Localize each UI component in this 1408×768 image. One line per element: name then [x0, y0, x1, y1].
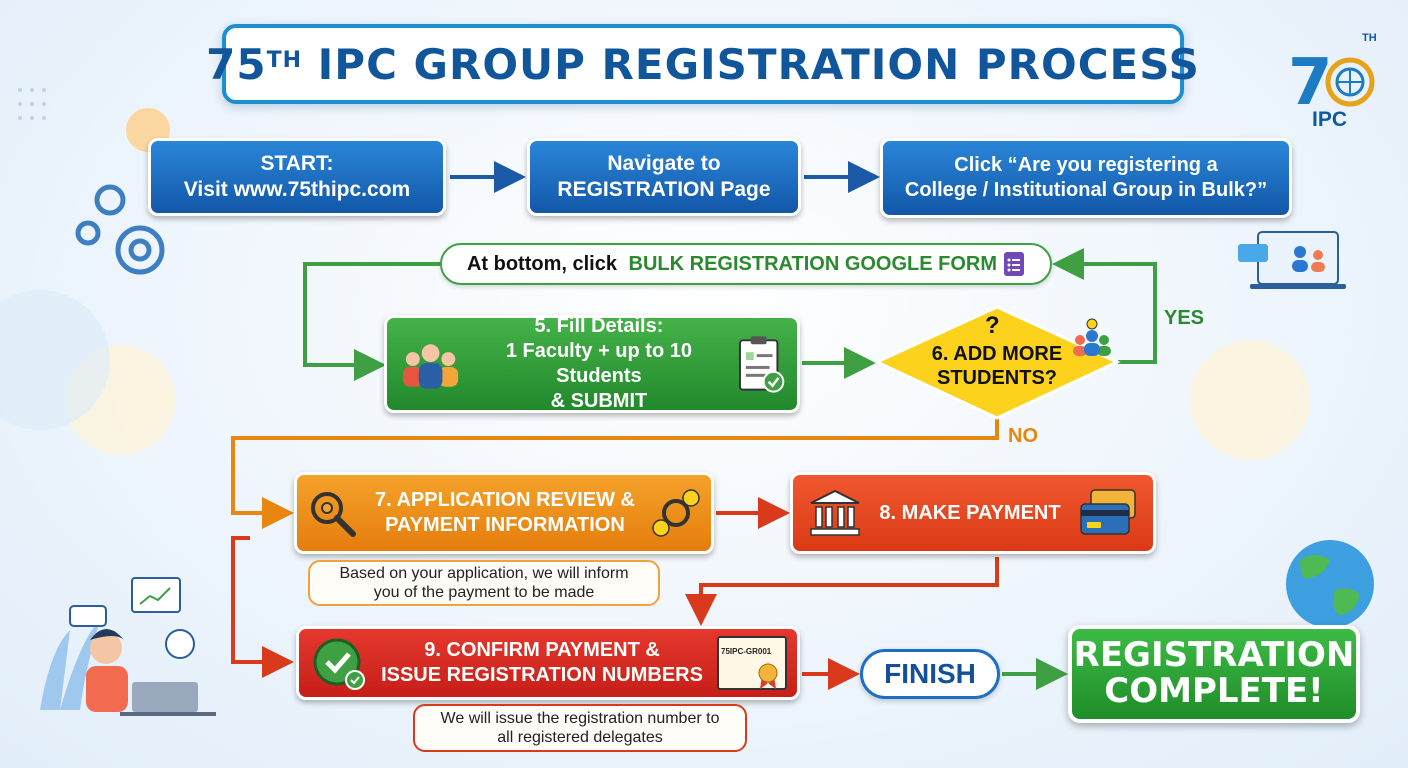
- coin-gear-icon: [652, 489, 700, 537]
- gears-icon: [75, 184, 165, 275]
- title-text: IPC GROUP REGISTRATION PROCESS: [302, 39, 1200, 89]
- label-no: NO: [1008, 425, 1038, 447]
- arrow-no-review: [231, 418, 999, 529]
- logo-superscript: TH: [1362, 32, 1377, 44]
- google-forms-icon: [1004, 252, 1025, 276]
- step-navigate: Navigate to REGISTRATION Page: [527, 138, 801, 216]
- person-laptop-illustration: [40, 577, 216, 716]
- confirm-note: We will issue the registration number to…: [413, 704, 747, 752]
- step-fill-details-text: 5. Fill Details: 1 Faculty + up to 10 St…: [505, 315, 692, 412]
- title-number: 75: [206, 39, 267, 89]
- step-make-payment: 8. MAKE PAYMENT: [790, 472, 1156, 554]
- step-confirm-payment: 9. CONFIRM PAYMENT & ISSUE REGISTRATION …: [296, 626, 800, 700]
- magnifier-gear-icon: [311, 492, 356, 537]
- registration-complete-badge: REGISTRATION COMPLETE!: [1068, 625, 1360, 723]
- clipboard-check-icon: [738, 336, 785, 393]
- svg-text:7: 7: [1288, 46, 1333, 120]
- people-group-icon: [402, 344, 459, 389]
- title-superscript: TH: [266, 47, 303, 73]
- arrow-red-left: [231, 536, 294, 678]
- globe-icon: [1286, 540, 1374, 628]
- laptop-meeting-icon: [1238, 231, 1346, 289]
- step-add-more-students: 6. ADD MORE STUDENTS?: [931, 343, 1063, 389]
- arrow-pill-fill: [303, 262, 440, 381]
- step-start: START: Visit www.75thipc.com: [148, 138, 446, 216]
- check-badge-icon: [313, 638, 365, 690]
- certificate-icon: 75IPC-GR001: [717, 636, 787, 690]
- step-application-review: 7. APPLICATION REVIEW & PAYMENT INFORMAT…: [294, 472, 714, 554]
- decision-question-mark: ?: [985, 312, 1000, 339]
- step-fill-details: 5. Fill Details: 1 Faculty + up to 10 St…: [384, 315, 800, 413]
- step-click-bulk: Click “Are you registering a College / I…: [880, 138, 1292, 218]
- ipc-logo: 7: [1288, 46, 1375, 120]
- credit-cards-icon: [1080, 489, 1136, 535]
- step-confirm-payment-text: 9. CONFIRM PAYMENT & ISSUE REGISTRATION …: [381, 639, 703, 686]
- certificate-code: 75IPC-GR001: [721, 647, 772, 656]
- step-application-review-text: 7. APPLICATION REVIEW & PAYMENT INFORMAT…: [374, 489, 636, 536]
- label-yes: YES: [1164, 307, 1205, 329]
- people-question-icon: [1073, 318, 1111, 356]
- google-form-prefix: At bottom, click: [466, 252, 623, 275]
- step-google-form: At bottom, click BULK REGISTRATION GOOGL…: [440, 243, 1052, 285]
- bank-icon: [810, 489, 860, 536]
- google-form-link[interactable]: BULK REGISTRATION GOOGLE FORM: [628, 252, 998, 275]
- step-make-payment-text: 8. MAKE PAYMENT: [879, 501, 1061, 524]
- review-note: Based on your application, we will infor…: [308, 560, 660, 606]
- logo-name: IPC: [1312, 108, 1348, 131]
- finish-badge: FINISH: [860, 649, 1000, 699]
- arrow-yes-loop: [1052, 248, 1157, 364]
- arrow-payment-confirm: [685, 557, 999, 626]
